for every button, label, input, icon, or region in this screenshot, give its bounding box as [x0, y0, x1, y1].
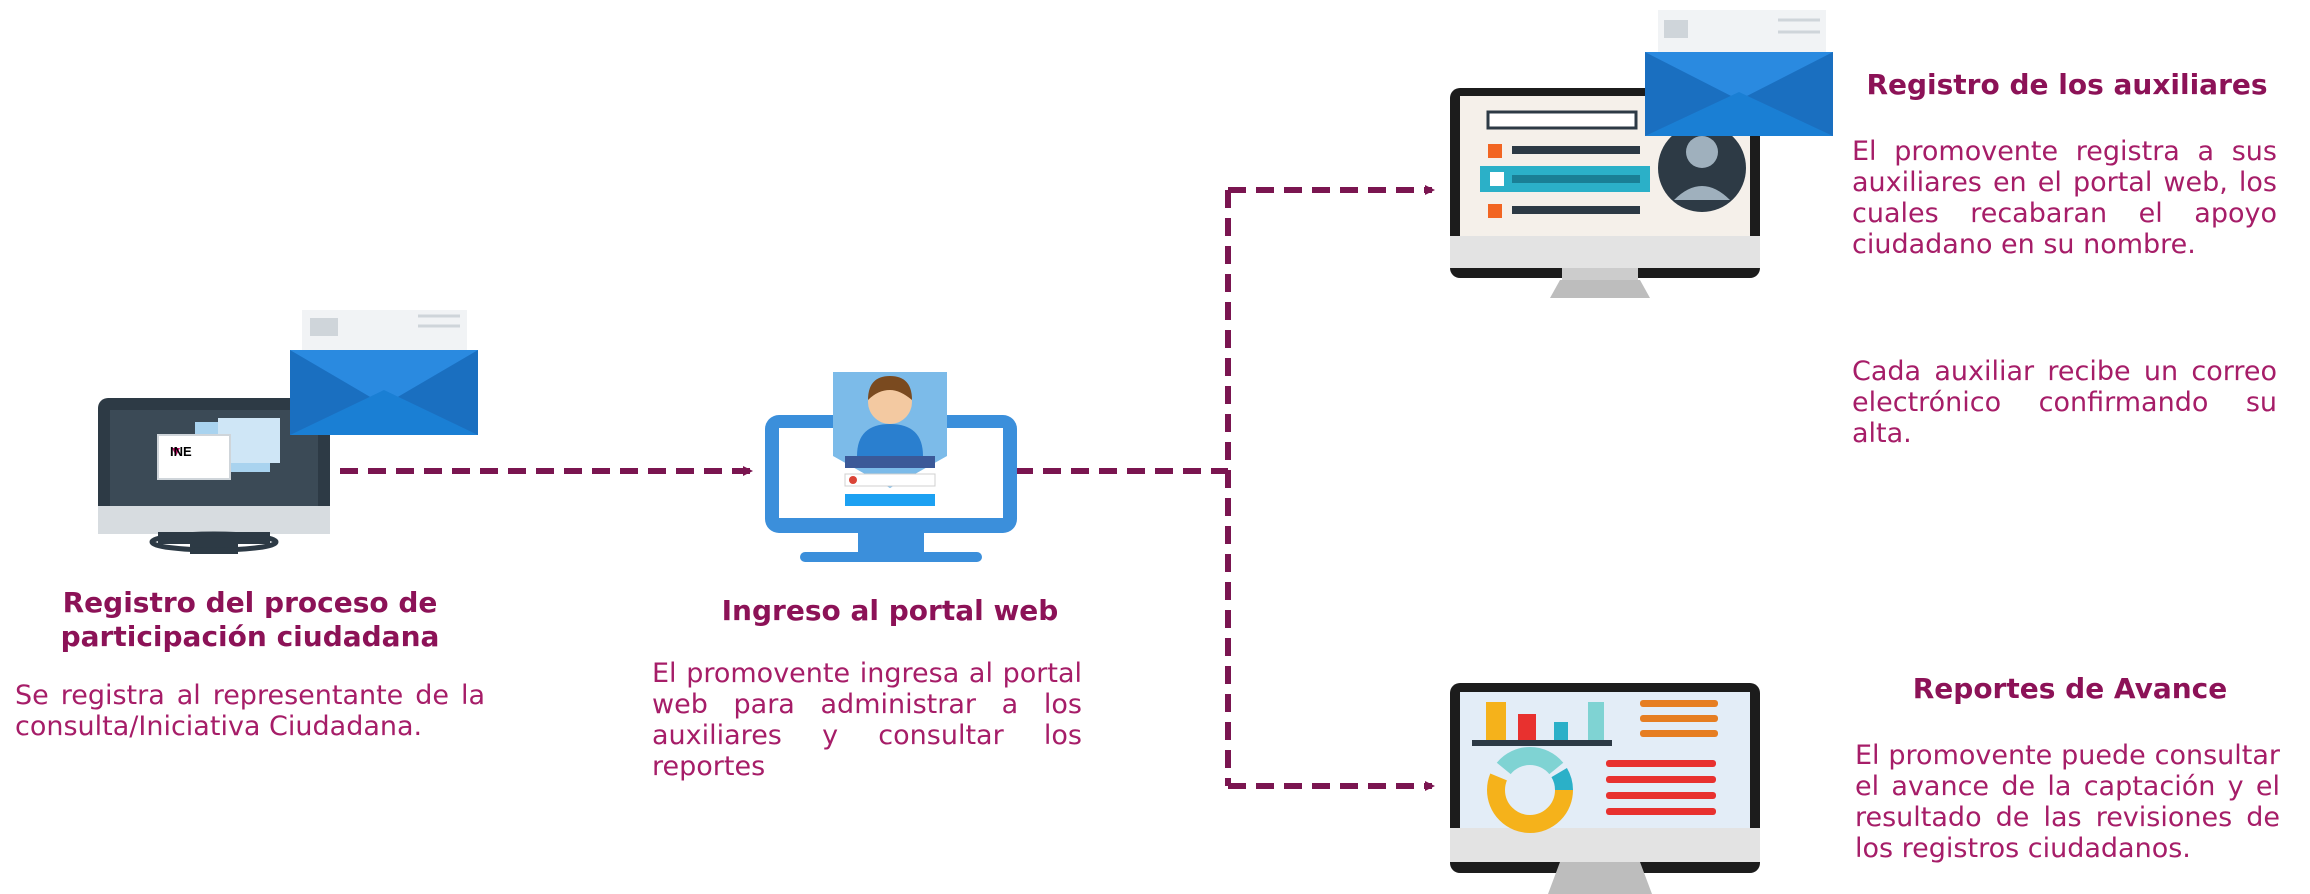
step3-title: Registro de los auxiliares: [1866, 68, 2268, 101]
step3-desc-registration: El promovente registra a sus auxiliares …: [1852, 136, 2277, 260]
step1-title: Registro del proceso de participación ci…: [60, 586, 440, 653]
step3-desc-confirmation: Cada auxiliar recibe un correo electróni…: [1852, 356, 2277, 449]
step4-title: Reportes de Avance: [1912, 672, 2228, 705]
step2-title: Ingreso al portal web: [721, 594, 1059, 627]
step2-desc: El promovente ingresa al portal web para…: [652, 658, 1082, 782]
step4-desc: El promovente puede consultar el avance …: [1855, 740, 2280, 864]
step1-desc: Se registra al representante de la consu…: [15, 680, 485, 742]
ine-logo-text: INE: [170, 444, 192, 459]
